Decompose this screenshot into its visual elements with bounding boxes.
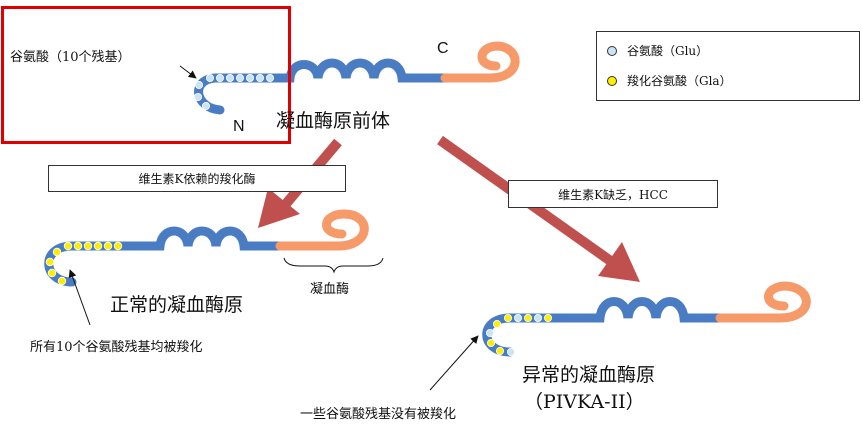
c-terminus-letter: C — [437, 40, 449, 57]
abnormal-title: 异常的凝血酶原 — [522, 364, 656, 386]
normal-c-terminal — [275, 209, 369, 251]
abnormal-backbone — [482, 297, 725, 357]
normal-note-arrow — [68, 269, 91, 326]
abnormal-c-terminal — [715, 281, 811, 323]
deficiency-label: 维生素K缺乏，HCC — [558, 187, 668, 202]
deficiency-box: 维生素K缺乏，HCC — [508, 180, 718, 208]
highlight-frame — [1, 6, 291, 144]
abnormal-note: 一些谷氨酸残基没有被羧化 — [300, 407, 457, 422]
arrow-to-abnormal — [437, 135, 640, 282]
legend: 谷氨酸（Glu） 羧化谷氨酸（Gla） — [596, 31, 860, 101]
legend-glu-label: 谷氨酸（Glu） — [627, 44, 709, 58]
normal-note: 所有10个谷氨酸残基均被羧化 — [30, 340, 203, 355]
abnormal-subtitle: （PIVKA-II） — [524, 391, 645, 413]
legend-row-gla: 羧化谷氨酸（Gla） — [607, 72, 732, 89]
normal-residues — [45, 241, 123, 286]
abnormal-note-arrow — [429, 335, 479, 391]
legend-gla-label: 羧化谷氨酸（Gla） — [627, 74, 732, 88]
thrombin-brace — [283, 257, 384, 274]
carboxylase-label: 维生素K依赖的羧化酶 — [138, 172, 256, 186]
precursor-c-terminal — [440, 41, 520, 83]
normal-molecule — [44, 209, 384, 326]
glu-residue-label: 谷氨酸（10个残基） — [10, 50, 131, 65]
legend-row-glu: 谷氨酸（Glu） — [607, 42, 708, 59]
precursor-title: 凝血酶原前体 — [276, 110, 391, 132]
normal-backbone — [44, 226, 285, 287]
n-terminus-letter: N — [233, 118, 245, 135]
gla-dot-icon — [607, 75, 617, 86]
carboxylase-box: 维生素K依赖的羧化酶 — [48, 165, 346, 192]
precursor-residues — [193, 74, 274, 111]
glu-dot-icon — [607, 45, 617, 56]
precursor-molecule — [179, 41, 520, 115]
abnormal-residues — [485, 313, 553, 356]
normal-title: 正常的凝血酶原 — [110, 294, 244, 316]
glu-pointer-arrow — [179, 65, 197, 79]
abnormal-molecule — [429, 281, 811, 391]
thrombin-label: 凝血酶 — [310, 282, 350, 297]
